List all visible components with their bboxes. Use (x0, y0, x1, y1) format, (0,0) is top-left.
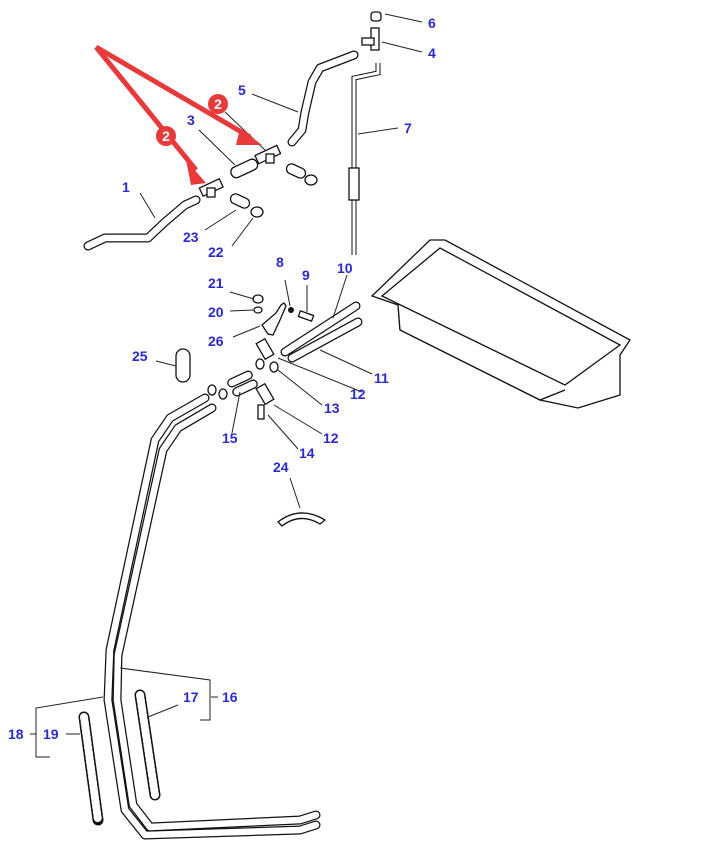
pipe-7 (348, 63, 381, 255)
clamp-22 (250, 206, 264, 218)
callout-12-upper: 12 (350, 386, 366, 402)
callout-17: 17 (183, 689, 199, 705)
bolt-14 (257, 404, 265, 420)
callout-4: 4 (428, 45, 436, 61)
pipe-11 (287, 317, 363, 363)
tee-connector-left (198, 177, 224, 198)
bracket-26 (261, 302, 287, 336)
nozzle-4 (361, 27, 380, 51)
callout-13: 13 (324, 400, 340, 416)
callout-10: 10 (337, 260, 353, 276)
callout-20: 20 (208, 304, 224, 320)
tee-connector-right (254, 144, 282, 165)
bracket-line-16 (119, 667, 211, 721)
callout-5: 5 (238, 82, 246, 98)
sleeve-19 (78, 711, 104, 826)
hose-5 (287, 50, 359, 147)
grommet-25 (175, 348, 191, 383)
callout-12-lower: 12 (323, 430, 339, 446)
pipe-10 (280, 301, 361, 357)
callout-25: 25 (132, 348, 148, 364)
leader-lines (30, 13, 423, 735)
bracket-line-18 (35, 696, 104, 758)
cap-6 (370, 11, 382, 22)
callout-16: 16 (222, 689, 238, 705)
washer-reservoir (370, 239, 631, 409)
hose-1 (83, 195, 201, 251)
sleeve-17 (134, 689, 161, 801)
callout-9: 9 (302, 267, 310, 283)
clip-12-lower (255, 382, 275, 406)
washer-20 (253, 306, 263, 314)
callout-6: 6 (428, 15, 436, 31)
callout-3: 3 (187, 112, 195, 128)
callout-1: 1 (122, 179, 130, 195)
hose-short-right (285, 163, 318, 186)
callout-18: 18 (8, 726, 24, 742)
callout-21: 21 (208, 275, 224, 291)
washer-13 (207, 358, 279, 400)
hose-23 (229, 193, 251, 209)
nut-8 (288, 307, 294, 313)
callout-19: 19 (43, 726, 59, 742)
callout-11: 11 (374, 370, 389, 386)
hose-3 (230, 158, 259, 179)
highlight-badge-tee-right: 2 (208, 94, 228, 114)
callout-8: 8 (276, 254, 284, 270)
connector-15 (227, 370, 258, 397)
callout-7: 7 (404, 120, 412, 136)
highlight-arrows (94, 44, 262, 185)
callout-23: 23 (183, 229, 199, 245)
highlight-badge-tee-left: 2 (156, 126, 176, 146)
callout-15: 15 (222, 430, 238, 446)
clip-24 (277, 512, 327, 527)
callout-26: 26 (208, 333, 224, 349)
callout-22: 22 (208, 244, 224, 260)
bolt-9 (297, 309, 315, 323)
clip-12-upper (255, 337, 275, 361)
hose-16-18 (103, 393, 321, 840)
callout-24: 24 (273, 459, 289, 475)
callout-14: 14 (299, 445, 315, 461)
nut-21 (252, 294, 264, 304)
